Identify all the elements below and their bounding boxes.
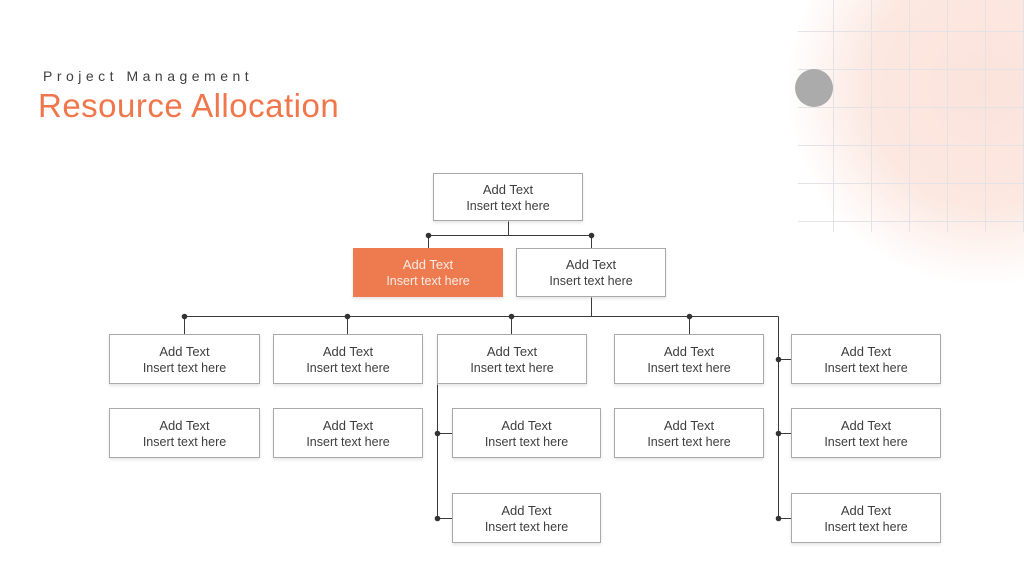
connector-dot [181, 313, 188, 320]
org-node-l5-1[interactable]: Add Text Insert text here [452, 493, 601, 543]
node-subtitle: Insert text here [824, 360, 908, 375]
node-title: Add Text [482, 181, 534, 197]
node-title: Add Text [322, 343, 374, 359]
node-subtitle: Insert text here [386, 274, 470, 288]
node-title: Add Text [159, 343, 210, 359]
node-title: Add Text [565, 257, 617, 272]
connector-dot [588, 232, 595, 239]
org-node-l2-2[interactable]: Add Text Insert text here [516, 248, 666, 297]
node-subtitle: Insert text here [484, 434, 569, 449]
node-title: Add Text [840, 343, 892, 359]
org-node-l4-5[interactable]: Add Text Insert text here [791, 408, 941, 458]
org-node-l5-2[interactable]: Add Text Insert text here [791, 493, 941, 543]
org-node-l4-2[interactable]: Add Text Insert text here [273, 408, 423, 458]
node-subtitle: Insert text here [470, 360, 554, 375]
slide-eyebrow: Project Management [43, 68, 254, 84]
node-title: Add Text [663, 417, 715, 433]
connector-dot [508, 313, 515, 320]
node-subtitle: Insert text here [142, 434, 227, 449]
org-node-l3-2[interactable]: Add Text Insert text here [273, 334, 423, 384]
node-title: Add Text [159, 417, 210, 433]
org-node-l4-3[interactable]: Add Text Insert text here [452, 408, 601, 458]
node-title: Add Text [840, 417, 892, 433]
node-subtitle: Insert text here [824, 519, 908, 534]
node-subtitle: Insert text here [484, 519, 569, 534]
decor-gray-circle [795, 69, 833, 107]
connector-dot [775, 515, 782, 522]
node-title: Add Text [402, 257, 454, 272]
node-subtitle: Insert text here [824, 434, 908, 449]
decor-grid-pattern [798, 0, 1024, 232]
node-subtitle: Insert text here [142, 360, 227, 375]
org-node-l4-1[interactable]: Add Text Insert text here [109, 408, 260, 458]
connector-dot [775, 356, 782, 363]
org-node-l3-5[interactable]: Add Text Insert text here [791, 334, 941, 384]
node-subtitle: Insert text here [549, 274, 633, 288]
connector-dot [775, 430, 782, 437]
node-subtitle: Insert text here [466, 198, 550, 213]
node-title: Add Text [486, 343, 538, 359]
connector-dot [425, 232, 432, 239]
node-subtitle: Insert text here [306, 434, 390, 449]
node-subtitle: Insert text here [306, 360, 390, 375]
connector-dot [434, 515, 441, 522]
page-title: Resource Allocation [38, 87, 340, 124]
node-title: Add Text [322, 417, 374, 433]
org-node-l3-4[interactable]: Add Text Insert text here [614, 334, 764, 384]
org-node-l3-3[interactable]: Add Text Insert text here [437, 334, 587, 384]
connector-dot [344, 313, 351, 320]
org-node-l3-1[interactable]: Add Text Insert text here [109, 334, 260, 384]
org-node-l2-1-highlighted[interactable]: Add Text Insert text here [353, 248, 503, 297]
org-node-l4-4[interactable]: Add Text Insert text here [614, 408, 764, 458]
connector-dot [686, 313, 693, 320]
node-subtitle: Insert text here [647, 360, 731, 375]
node-title: Add Text [840, 502, 892, 518]
org-node-root[interactable]: Add Text Insert text here [433, 173, 583, 221]
node-title: Add Text [501, 417, 552, 433]
node-title: Add Text [663, 343, 715, 359]
connector-dot [434, 430, 441, 437]
node-subtitle: Insert text here [647, 434, 731, 449]
node-title: Add Text [501, 502, 552, 518]
